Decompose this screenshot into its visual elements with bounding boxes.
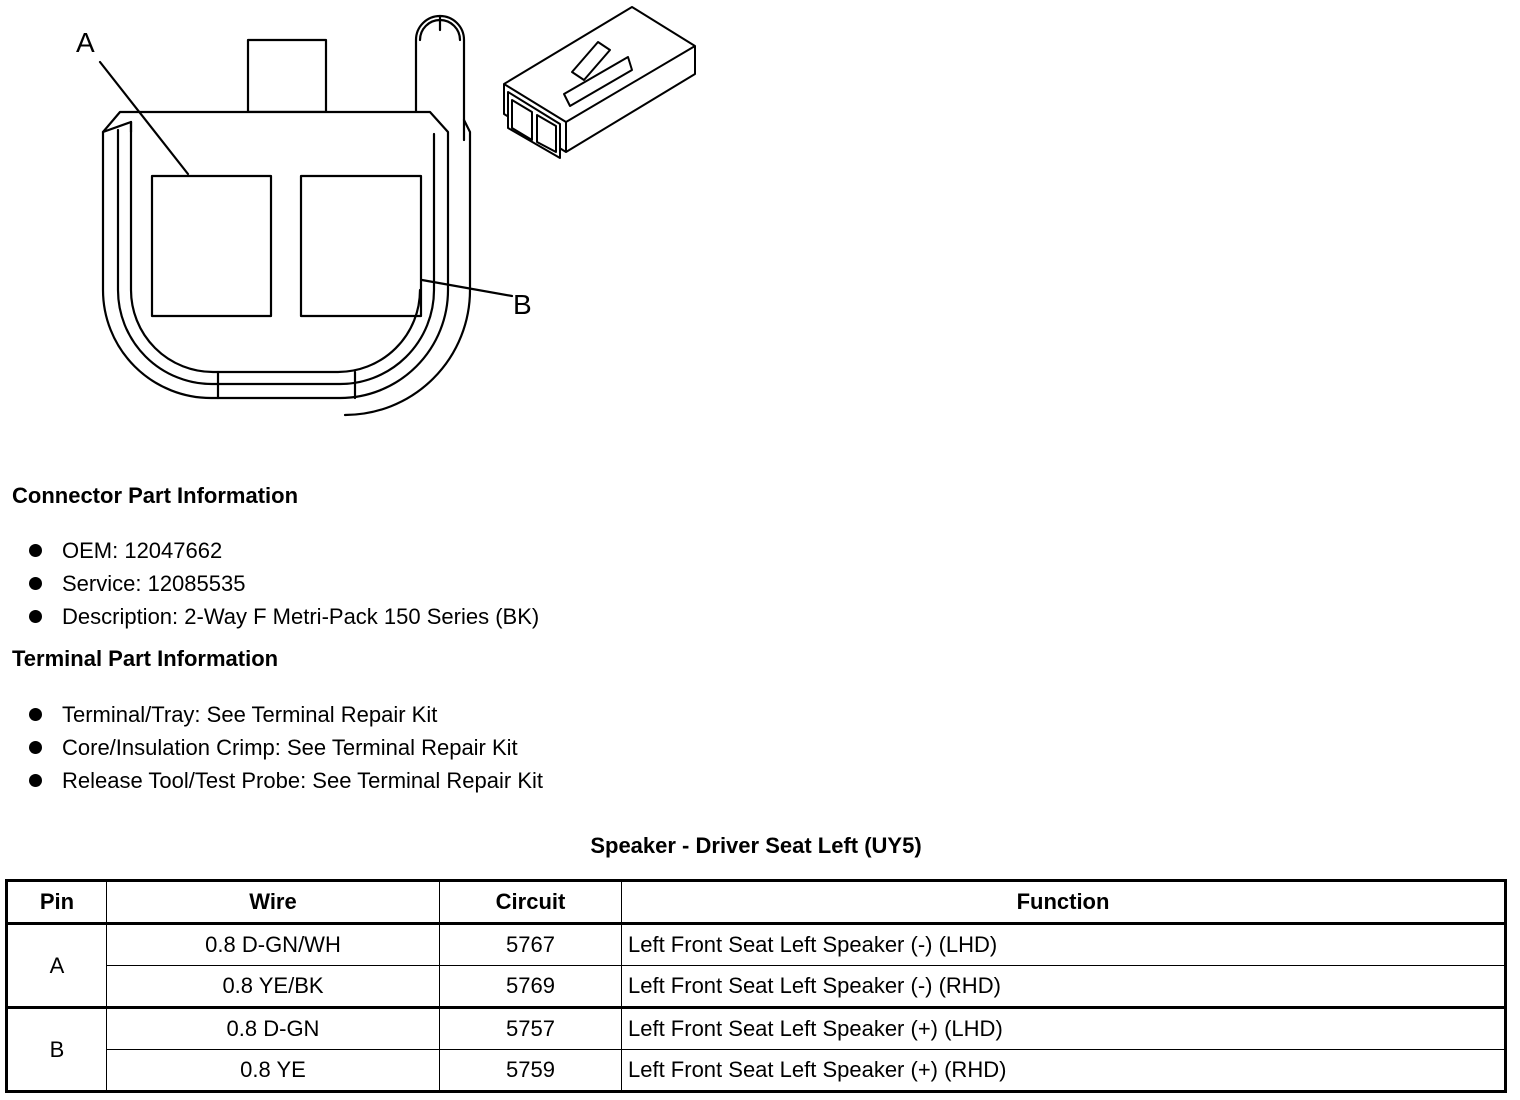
connector-diagram: A B (76, 6, 696, 417)
bullet-icon (29, 741, 42, 754)
table-title: Speaker - Driver Seat Left (UY5) (590, 833, 922, 858)
connector-info-list: OEM: 12047662 Service: 12085535 Descript… (26, 534, 539, 633)
list-item: Service: 12085535 (26, 567, 539, 600)
list-item: Description: 2-Way F Metri-Pack 150 Seri… (26, 600, 539, 633)
function-cell: Left Front Seat Left Speaker (-) (RHD) (621, 965, 1506, 1009)
function-cell: Left Front Seat Left Speaker (+) (RHD) (621, 1049, 1506, 1092)
table-row: 0.8 YE 5759 Left Front Seat Left Speaker… (7, 1049, 1506, 1092)
circuit-cell: 5767 (439, 923, 622, 966)
circuit-cell: 5769 (439, 965, 622, 1009)
cavity-b (299, 174, 423, 318)
table-row: B 0.8 D-GN 5757 Left Front Seat Left Spe… (6, 1007, 1506, 1092)
pin-label-a: A (76, 27, 95, 58)
list-item: Terminal/Tray: See Terminal Repair Kit (26, 698, 543, 731)
pin-cell: B (6, 1007, 107, 1092)
bullet-icon (29, 610, 42, 623)
leader-line-b (420, 278, 514, 298)
function-cell: Left Front Seat Left Speaker (+) (LHD) (621, 1007, 1506, 1050)
wire-cell: 0.8 YE (106, 1049, 440, 1092)
circuit-cell: 5759 (439, 1049, 622, 1092)
list-item: Release Tool/Test Probe: See Terminal Re… (26, 764, 543, 797)
table-row: A 0.8 D-GN/WH 5767 Left Front Seat Left … (6, 923, 1506, 1009)
pin-cell: A (6, 923, 107, 1009)
header-function: Function (621, 880, 1506, 925)
bullet-icon (29, 708, 42, 721)
table-row: 0.8 YE/BK 5769 Left Front Seat Left Spea… (7, 965, 1506, 1009)
pin-label-b: B (513, 289, 532, 320)
list-item: OEM: 12047662 (26, 534, 539, 567)
leader-line-a (98, 60, 190, 176)
function-cell: Left Front Seat Left Speaker (-) (LHD) (621, 923, 1506, 966)
connector-info-heading: Connector Part Information (12, 483, 299, 508)
connector-body (101, 110, 472, 417)
bullet-icon (29, 577, 42, 590)
terminal-info-heading: Terminal Part Information (12, 646, 279, 671)
cavity-a (150, 174, 273, 318)
list-item: Core/Insulation Crimp: See Terminal Repa… (26, 731, 543, 764)
wire-cell: 0.8 YE/BK (106, 965, 440, 1009)
header-circuit: Circuit (439, 880, 622, 925)
header-wire: Wire (106, 880, 440, 925)
connector-isometric-sketch (503, 6, 696, 159)
pin-table: Pin Wire Circuit Function A 0.8 D-GN/WH … (5, 879, 1507, 1093)
wire-cell: 0.8 D-GN (106, 1007, 440, 1050)
circuit-cell: 5757 (439, 1007, 622, 1050)
header-pin: Pin (6, 880, 107, 925)
terminal-info-list: Terminal/Tray: See Terminal Repair Kit C… (26, 698, 543, 797)
table-header-row: Pin Wire Circuit Function (6, 880, 1506, 925)
bullet-icon (29, 544, 42, 557)
bullet-icon (29, 774, 42, 787)
wire-cell: 0.8 D-GN/WH (106, 923, 440, 966)
latch-tab (246, 38, 328, 114)
locking-post (414, 14, 466, 142)
